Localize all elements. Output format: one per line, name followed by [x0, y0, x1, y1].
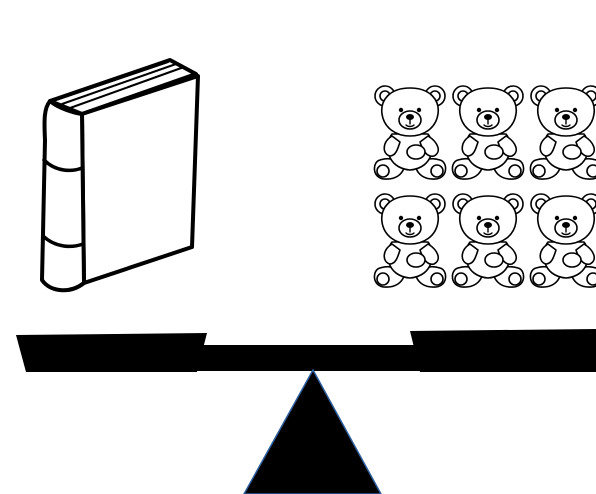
teddy-bear-icon	[374, 194, 445, 287]
beam-bar	[196, 345, 422, 371]
balance-beam	[16, 329, 596, 372]
teddy-bear-icon	[452, 86, 523, 179]
teddy-bear-icon	[452, 194, 523, 287]
left-pan	[16, 333, 207, 372]
teddy-bear-icon	[530, 86, 596, 179]
book-icon	[42, 60, 198, 290]
teddy-bear-icon	[374, 86, 445, 179]
teddy-bear-icon	[530, 194, 596, 287]
fulcrum-triangle	[244, 370, 381, 494]
teddy-bear-group	[374, 86, 596, 287]
right-pan	[410, 329, 596, 372]
